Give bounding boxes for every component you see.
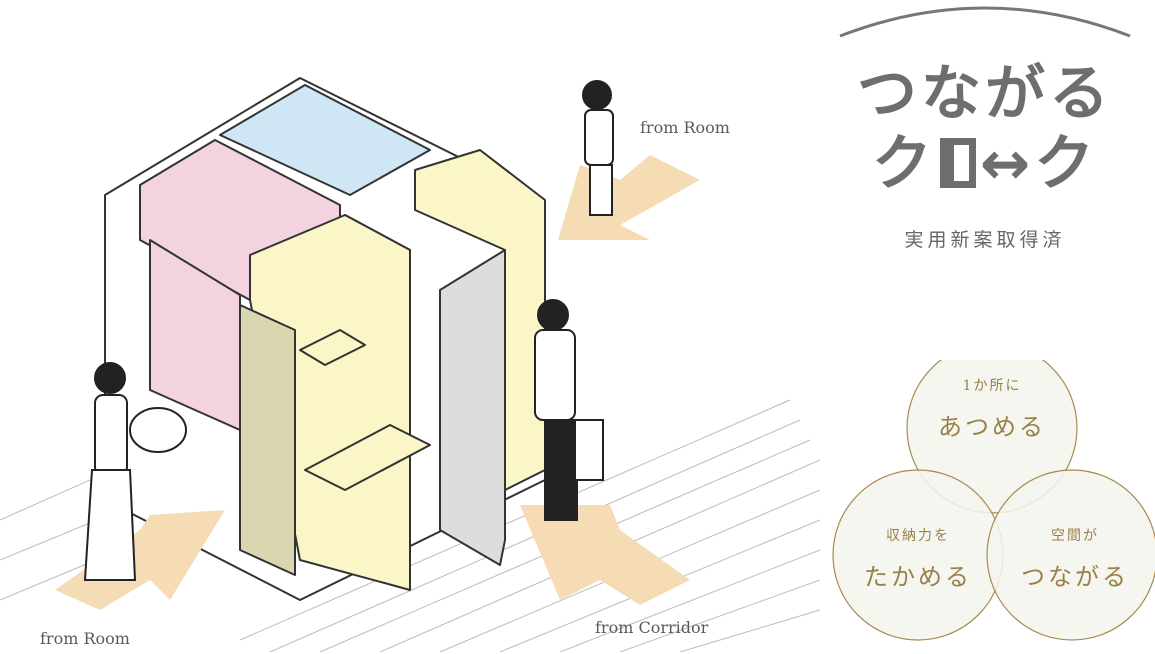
arrow-both-icon: ↔ — [979, 129, 1035, 199]
arrow-from-room-bottom — [55, 510, 225, 610]
venn-item-collect: 1か所に あつめる — [907, 375, 1077, 442]
closet-illustration — [0, 77, 820, 652]
logo: つながる ク↔ク 実用新案取得済 — [830, 0, 1140, 270]
logo-ku-left: ク — [871, 129, 936, 199]
venn-small-text: 収納力を — [886, 528, 950, 544]
label-from-corridor: from Corridor — [595, 618, 709, 637]
venn-small-text: 空間が — [1051, 528, 1099, 544]
people — [83, 80, 614, 581]
venn-diagram: 1か所に あつめる 収納力を たかめる 空間が つながる — [830, 342, 1155, 654]
person-top — [582, 80, 614, 216]
arrow-from-room-top — [558, 155, 700, 240]
venn-item-connect: 空間が つながる — [990, 525, 1155, 592]
person-right — [534, 299, 604, 521]
venn-big-text: つながる — [1021, 563, 1129, 591]
closet-frame — [104, 77, 546, 601]
arrow-from-corridor — [520, 505, 690, 605]
venn-small-text: 1か所に — [962, 378, 1022, 394]
venn-item-storage: 収納力を たかめる — [833, 525, 1003, 592]
circle-connect — [986, 469, 1155, 641]
door-icon — [939, 138, 976, 188]
logo-ku-right: ク — [1034, 129, 1099, 199]
venn-big-text: たかめる — [864, 563, 972, 591]
label-from-room-bottom: from Room — [40, 629, 130, 648]
patent-text: 実用新案取得済 — [904, 229, 1066, 251]
person-left — [83, 362, 187, 581]
venn-big-text: あつめる — [938, 413, 1046, 441]
label-from-room-top: from Room — [640, 118, 730, 137]
logo-line2: ク↔ク — [830, 115, 1140, 202]
logo-arc — [839, 6, 1131, 38]
venn-circles — [832, 342, 1155, 641]
logo-line1: つながる — [857, 59, 1113, 129]
